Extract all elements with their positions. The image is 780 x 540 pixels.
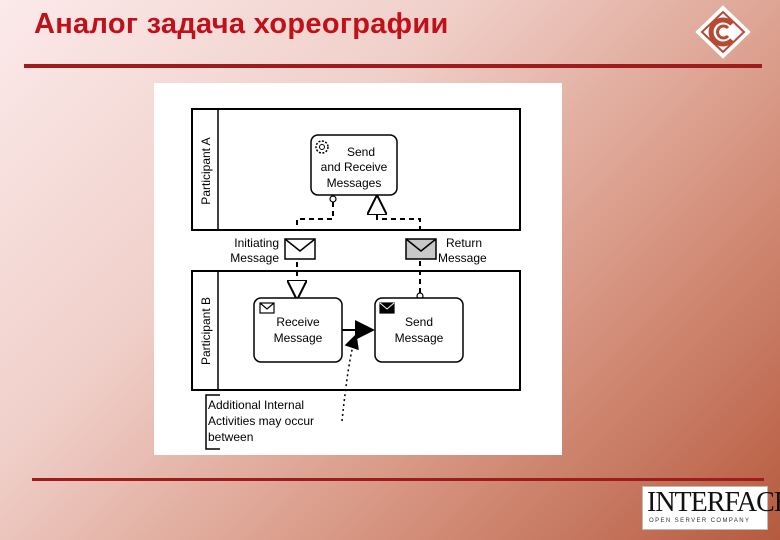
footer-divider [32, 478, 764, 481]
msg-initiating-line2: Message [230, 251, 279, 265]
task-send-receive: Send and Receive Messages [310, 134, 398, 196]
pool-b-label: Participant B [199, 297, 213, 365]
task-receive-message: Receive Message [253, 297, 343, 363]
msg-return-line2: Message [438, 251, 487, 265]
task-b1-line1: Receive [276, 315, 320, 329]
task-b2-line1: Send [405, 315, 433, 329]
task-b2-line2: Message [395, 331, 444, 345]
msg-return-line1: Return [446, 236, 482, 250]
envelope-icon [284, 238, 316, 260]
company-logo-icon [695, 5, 751, 59]
annotation-line1: Additional Internal [208, 398, 304, 412]
task-a-line2: and Receive [321, 160, 388, 174]
pool-participant-a: Participant A [191, 108, 521, 231]
bpmn-diagram: Participant A Send and Receive Messages … [154, 83, 562, 455]
filled-envelope-icon [405, 238, 437, 260]
envelope-icon [259, 302, 275, 314]
gear-icon [315, 140, 329, 154]
annotation-line2: Activities may occur [208, 414, 314, 428]
pool-participant-b: Participant B [191, 270, 521, 391]
msg-initiating-line1: Initiating [234, 236, 279, 250]
task-send-message: Send Message [374, 297, 464, 363]
title-divider [24, 64, 762, 68]
task-a-line1: Send [347, 145, 375, 159]
brand-tagline: OPEN SERVER COMPANY [649, 518, 751, 524]
pool-a-label: Participant A [199, 137, 213, 204]
task-a-line3: Messages [327, 176, 382, 190]
brand-logo: INTERFACE OPEN SERVER COMPANY [642, 486, 780, 530]
slide-title: Аналог задача хореографии [34, 8, 449, 40]
task-b1-line2: Message [274, 331, 323, 345]
text-annotation: Additional Internal Activities may occur… [205, 333, 359, 450]
brand-name: INTERFACE [647, 487, 780, 518]
annotation-line3: between [208, 430, 253, 444]
filled-envelope-icon [379, 302, 395, 314]
